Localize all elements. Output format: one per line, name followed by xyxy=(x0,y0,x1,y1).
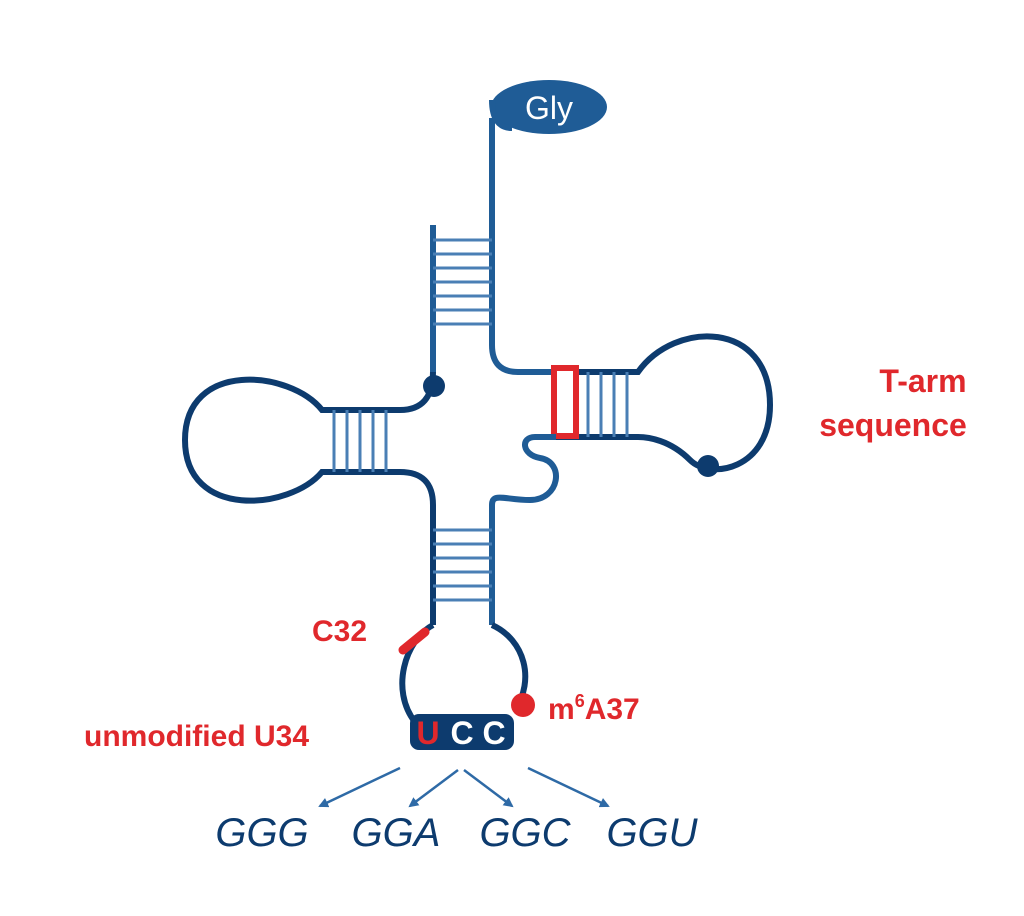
d-arm-rungs xyxy=(332,410,388,472)
arrow-to-ggu xyxy=(527,766,610,808)
m6a37-prefix: m xyxy=(548,693,575,726)
modification-dot-d-arm xyxy=(423,375,445,397)
codon-gga: GGA xyxy=(352,811,441,855)
t-arm-label-line2: sequence xyxy=(819,407,967,443)
arrow-to-gga xyxy=(408,769,459,808)
c32-highlight xyxy=(398,627,430,655)
anticodon-box: U C C xyxy=(410,714,514,751)
anticodon-c35: C xyxy=(450,715,473,751)
anticodon-c36: C xyxy=(482,715,505,751)
anticodon-loop xyxy=(398,622,535,724)
anticodon-stem-rungs xyxy=(433,528,492,602)
m6a37-dot xyxy=(511,693,535,717)
arrow-to-ggg xyxy=(318,766,401,808)
modification-dot-t-arm xyxy=(697,455,719,477)
anticodon-stem xyxy=(433,528,492,602)
m6a37-superscript: 6 xyxy=(575,691,585,711)
amino-acid-label: Gly xyxy=(525,90,573,126)
anticodon-u34: U xyxy=(416,715,439,751)
t-arm xyxy=(551,333,774,477)
m6a37-suffix: A37 xyxy=(585,693,640,726)
amino-acid-gly: Gly xyxy=(489,80,607,134)
codon-ggc: GGC xyxy=(479,811,571,855)
d-arm xyxy=(181,371,445,625)
acceptor-stem-rungs xyxy=(433,238,492,326)
variable-loop xyxy=(489,434,559,625)
codon-arrows xyxy=(318,766,610,808)
m6a37-label: m6A37 xyxy=(548,691,640,726)
t-arm-label-line1: T-arm xyxy=(879,363,966,399)
unmodified-u34-label: unmodified U34 xyxy=(84,720,309,753)
t-arm-highlight-box xyxy=(551,365,579,439)
codon-ggu: GGU xyxy=(606,811,698,855)
acceptor-stem xyxy=(430,118,556,375)
c32-label: C32 xyxy=(312,615,367,648)
arrow-to-ggc xyxy=(463,769,514,808)
codon-ggg: GGG xyxy=(215,811,308,855)
t-arm-rungs xyxy=(586,372,629,437)
